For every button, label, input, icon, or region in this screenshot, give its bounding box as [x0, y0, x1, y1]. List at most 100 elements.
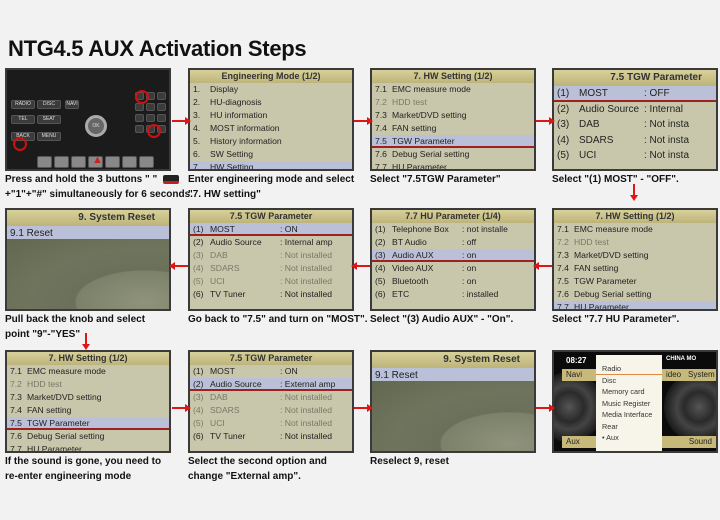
menu-row[interactable]: 6.SW Setting: [190, 148, 352, 161]
menu-row[interactable]: (1)MOST: ON: [190, 223, 352, 236]
keypad-key[interactable]: [135, 114, 144, 122]
menu-row[interactable]: (4)SDARS: Not installed: [190, 404, 352, 417]
keypad-key[interactable]: [157, 114, 166, 122]
row-number: 7.7: [375, 162, 387, 171]
tab-video[interactable]: ideo: [662, 369, 684, 381]
source-menu-item[interactable]: Music Register: [602, 398, 651, 408]
seat-button[interactable]: [37, 156, 52, 168]
menu-row[interactable]: 1.Display: [190, 83, 352, 96]
menu-row[interactable]: 5.History information: [190, 135, 352, 148]
source-menu-item[interactable]: Rear: [602, 421, 618, 431]
menu-row[interactable]: (2)Audio Source: Internal: [554, 102, 716, 118]
row-label: HDD test: [574, 237, 609, 247]
head-unit-button[interactable]: MENU: [37, 132, 61, 141]
menu-row[interactable]: (6)ETC: installed: [372, 288, 534, 301]
keypad-key[interactable]: [157, 103, 166, 111]
seat-button[interactable]: [71, 156, 86, 168]
head-unit-button[interactable]: RADIO: [11, 100, 35, 109]
head-unit-button[interactable]: NAVI: [65, 100, 79, 109]
keypad-key[interactable]: [135, 125, 144, 133]
menu-row[interactable]: (3)Audio AUX: on: [372, 249, 534, 262]
menu-row[interactable]: (4)SDARS: Not installed: [190, 262, 352, 275]
arrow-icon: [172, 117, 191, 125]
menu-row[interactable]: 3.HU information: [190, 109, 352, 122]
control-knob[interactable]: OK: [85, 115, 107, 137]
head-unit-button[interactable]: SEAT: [37, 115, 61, 124]
seat-button[interactable]: [54, 156, 69, 168]
source-menu-item[interactable]: • Aux: [602, 433, 619, 442]
menu-row[interactable]: (6)TV Tuner: Not installed: [190, 430, 352, 443]
menu-row[interactable]: (4)SDARS: Not insta: [554, 133, 716, 149]
menu-row[interactable]: (4)Video AUX: on: [372, 262, 534, 275]
menu-row[interactable]: (3)DAB: Not installed: [190, 391, 352, 404]
head-unit-button[interactable]: TEL: [11, 115, 35, 124]
menu-row[interactable]: (5)UCI: Not installed: [190, 417, 352, 430]
menu-row[interactable]: (1)MOST: OFF: [554, 86, 716, 102]
row-label: UCI: [210, 418, 225, 428]
tab-system[interactable]: System: [684, 369, 716, 381]
step-caption-text: +"1"+"#" simultaneously for 6 seconds.: [5, 189, 193, 200]
tab-aux[interactable]: Aux: [562, 436, 596, 448]
menu-row[interactable]: (6)TV Tuner: Not installed: [190, 288, 352, 301]
row-value: : on: [462, 250, 477, 260]
step-caption: Go back to "7.5" and turn on "MOST".: [188, 313, 368, 327]
menu-row[interactable]: (5)UCI: Not insta: [554, 148, 716, 164]
menu-row[interactable]: (1)Telephone Box: not installe: [372, 223, 534, 236]
menu-row[interactable]: (1)MOST: ON: [190, 365, 352, 378]
menu-row[interactable]: (2)Audio Source: External amp: [190, 378, 352, 391]
source-menu-item[interactable]: Memory card: [602, 387, 645, 396]
seat-button[interactable]: [139, 156, 154, 168]
menu-row[interactable]: (5)UCI: Not installed: [190, 275, 352, 288]
menu-row[interactable]: (2)Audio Source: Internal amp: [190, 236, 352, 249]
menu-row[interactable]: 2.HU-diagnosis: [190, 96, 352, 109]
menu-row[interactable]: 4.MOST information: [190, 122, 352, 135]
source-menu-item[interactable]: Media Interface: [602, 410, 653, 419]
menu-row[interactable]: 7.HW Setting: [190, 161, 352, 169]
seat-button[interactable]: [122, 156, 137, 168]
keypad-key[interactable]: [146, 103, 155, 111]
menu-row[interactable]: (3)DAB: Not installed: [190, 249, 352, 262]
tab-navi[interactable]: Navi: [562, 369, 596, 381]
seat-button[interactable]: [88, 156, 103, 168]
row-number: 5.: [193, 136, 201, 146]
keypad-key[interactable]: [146, 114, 155, 122]
row-number: (6): [375, 289, 386, 299]
head-unit-button[interactable]: DISC: [37, 100, 61, 109]
menu-row[interactable]: (3)DAB: Not insta: [554, 117, 716, 133]
source-menu-item[interactable]: Radio: [596, 363, 662, 375]
row-number: 7.7: [10, 444, 22, 453]
row-label: Debug Serial setting: [574, 289, 652, 299]
highlight-circle: [147, 124, 161, 138]
menu-row[interactable]: (2)BT Audio: off: [372, 236, 534, 249]
seat-button[interactable]: [105, 156, 120, 168]
menu-row[interactable]: (5)Bluetooth: on: [372, 275, 534, 288]
screen-title: 7.7 HU Parameter (1/4): [372, 210, 534, 223]
tab-sound[interactable]: Sound: [662, 436, 716, 448]
row-label: HU Parameter: [574, 302, 629, 311]
keypad-key[interactable]: [135, 103, 144, 111]
keypad-key[interactable]: [157, 92, 166, 100]
row-label: TGW Parameter: [27, 418, 90, 428]
source-menu-item[interactable]: Disc: [602, 375, 617, 385]
